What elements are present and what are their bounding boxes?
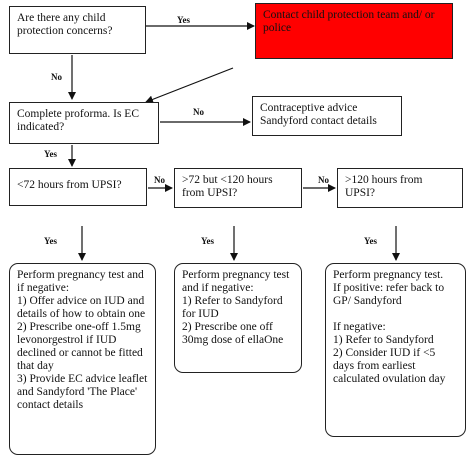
label-concerns-yes: Yes xyxy=(177,15,190,25)
label-concerns-no: No xyxy=(51,72,62,82)
node-complete-proforma: Complete proforma. Is EC indicated? xyxy=(9,102,159,144)
node-action-over-120: Perform pregnancy test. If positive: ref… xyxy=(325,263,466,437)
node-under-72-hours: <72 hours from UPSI? xyxy=(9,168,147,206)
label-lt72-no: No xyxy=(154,175,165,185)
node-72-to-120-hours: >72 but <120 hours from UPSI? xyxy=(174,168,302,208)
node-action-72-to-120: Perform pregnancy test and if negative: … xyxy=(174,263,302,373)
label-proforma-no: No xyxy=(193,107,204,117)
node-contraceptive-advice: Contraceptive advice Sandyford contact d… xyxy=(252,96,402,136)
label-lt72-yes: Yes xyxy=(44,236,57,246)
label-proforma-yes: Yes xyxy=(44,149,57,159)
label-gt120-yes: Yes xyxy=(364,236,377,246)
label-mid-yes: Yes xyxy=(201,236,214,246)
node-contact-child-protection: Contact child protection team and/ or po… xyxy=(255,3,453,59)
label-mid-no: No xyxy=(318,175,329,185)
node-over-120-hours: >120 hours from UPSI? xyxy=(337,168,463,208)
node-child-protection-question: Are there any child protection concerns? xyxy=(9,6,146,54)
arrow-contact-to-proforma xyxy=(145,67,234,104)
node-action-under-72: Perform pregnancy test and if negative: … xyxy=(9,263,156,455)
